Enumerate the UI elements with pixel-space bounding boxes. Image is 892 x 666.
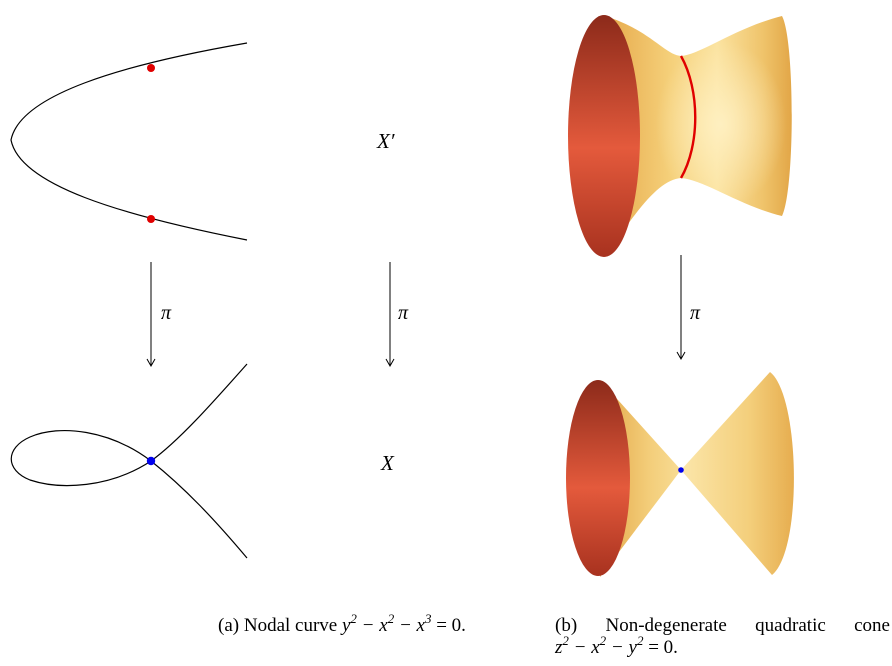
exceptional-curve — [679, 55, 697, 179]
caption-a: (a) Nodal curve y2 − x2 − x3 = 0. — [218, 610, 538, 637]
pi-label-a: π — [161, 302, 172, 324]
caption-b-word-3: cone — [854, 615, 890, 636]
caption-b-line1: (b) Non-degenerate quadratic cone — [555, 615, 890, 637]
caption-a-tag: (a) — [218, 615, 240, 636]
pi-label-b: π — [690, 302, 701, 324]
node-point — [146, 456, 156, 466]
caption-b-equation: z2 − x2 − y2 = 0. — [555, 632, 678, 658]
caption-a-text: Nodal curve — [243, 615, 338, 636]
projection-arrowhead-middle — [385, 358, 395, 368]
cone-right-nappe — [681, 372, 794, 575]
double-cone-surface — [566, 372, 794, 577]
cone-vertex-point — [678, 467, 684, 473]
preimage-point-bottom — [147, 215, 155, 223]
cone-left-rim — [566, 380, 630, 576]
parabola-curve — [10, 42, 248, 241]
hyperboloid-surface — [568, 15, 792, 257]
caption-a-equation: y2 − x2 − x3 = 0. — [341, 610, 466, 636]
nodal-curve — [10, 363, 248, 559]
preimage-point-top — [147, 64, 155, 72]
caption-b-word-2: quadratic — [755, 615, 826, 636]
caption-b-tag: (b) — [555, 615, 578, 636]
pi-label-middle: π — [398, 302, 409, 324]
caption-b: (b) Non-degenerate quadratic cone z2 − x… — [555, 615, 890, 659]
projection-arrowhead-a — [146, 358, 156, 368]
projection-arrowhead-b — [676, 351, 686, 361]
x-prime-label: X′ — [376, 129, 395, 153]
caption-b-word-1: Non-degenerate — [605, 615, 727, 636]
x-label: X — [380, 451, 395, 475]
hyperboloid-inner-rim — [568, 15, 640, 257]
